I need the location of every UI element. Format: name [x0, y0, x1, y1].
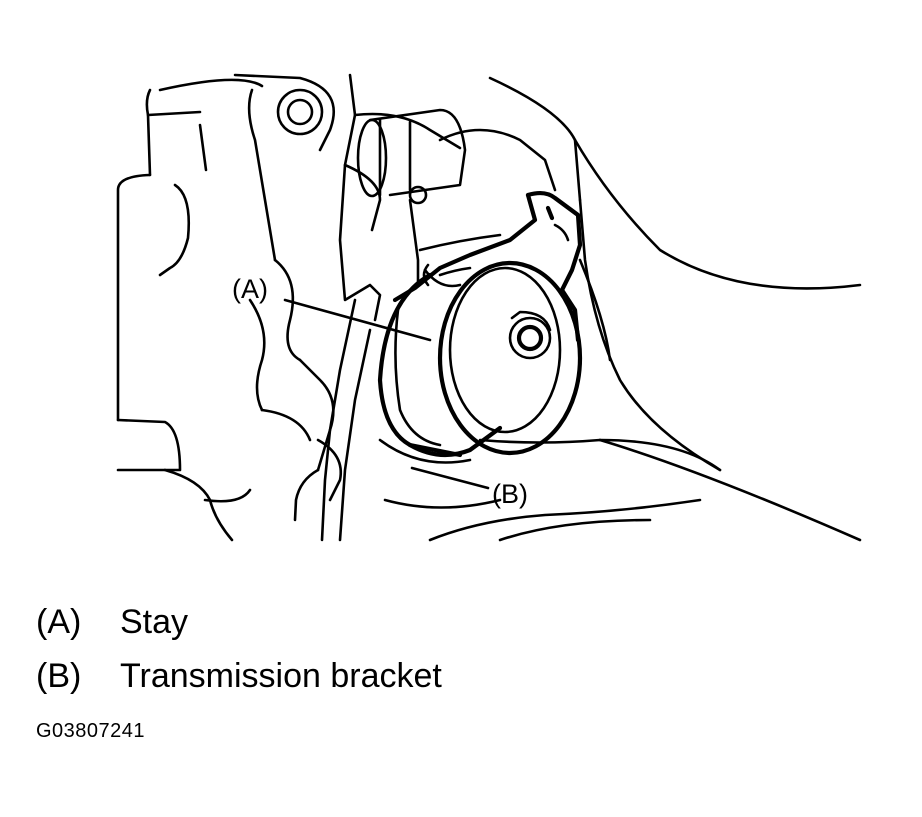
legend-item-b: (B) Transmission bracket [36, 657, 442, 695]
figure-id: G03807241 [36, 720, 146, 742]
callout-b-label: (B) [492, 479, 528, 509]
transmission-case [320, 73, 862, 542]
callout-a-label: (A) [232, 274, 268, 304]
transmission-bracket [378, 438, 722, 542]
legend-key-b: (B) [36, 657, 82, 695]
legend-item-a: (A) Stay [36, 603, 188, 641]
legend-text-b: Transmission bracket [120, 657, 442, 695]
legend-text-a: Stay [120, 603, 189, 641]
bolt-shaft [356, 108, 557, 288]
damper-body [377, 260, 583, 458]
stay-bracket-illustration: (A) (B) [116, 73, 862, 542]
legend-key-a: (A) [36, 603, 82, 641]
callout-b-leader [410, 466, 490, 490]
callout-a-leader [283, 298, 432, 342]
